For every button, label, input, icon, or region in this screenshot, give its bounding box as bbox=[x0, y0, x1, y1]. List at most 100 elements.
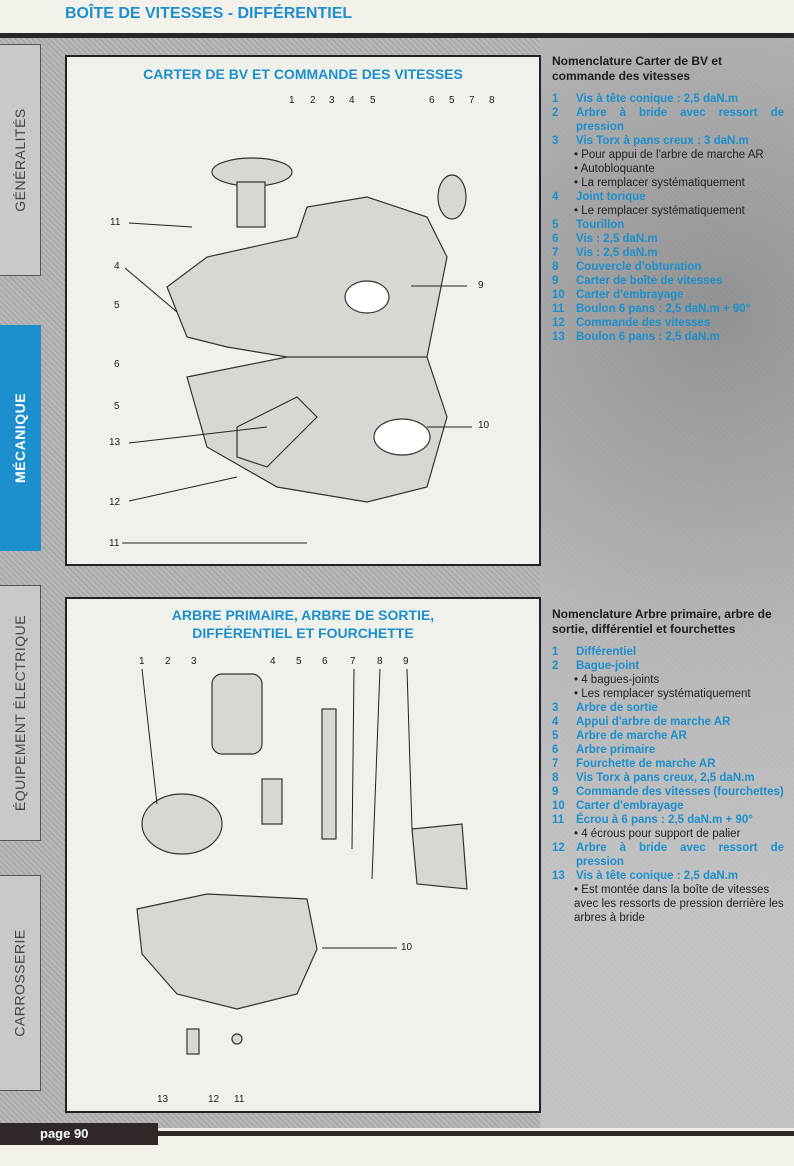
callout-label: 11 bbox=[109, 538, 120, 549]
callout-label: 12 bbox=[109, 497, 121, 508]
item-text: Carter d'embrayage bbox=[576, 289, 684, 301]
callout-label: 2 bbox=[310, 95, 316, 106]
item-note: • Pour appui de l'arbre de marche AR bbox=[574, 149, 764, 161]
tab-label: GÉNÉRALITÉS bbox=[12, 108, 28, 212]
callout-label: 5 bbox=[449, 95, 455, 106]
tab-label: MÉCANIQUE bbox=[12, 392, 28, 484]
item-note: • Les remplacer systématiquement bbox=[574, 688, 751, 700]
item-text: Arbre à bride avec ressort de pression bbox=[576, 842, 784, 868]
item-text: Arbre primaire bbox=[576, 744, 656, 756]
nomenclature-item: 12 Arbre à bride avec ressort de pression bbox=[552, 841, 784, 869]
item-number: 1 bbox=[552, 646, 559, 658]
item-text: Commande des vitesses (fourchettes) bbox=[576, 786, 784, 798]
callout-label: 4 bbox=[114, 261, 120, 272]
callout-label: 12 bbox=[208, 1094, 220, 1105]
item-note: • 4 bagues-joints bbox=[574, 674, 660, 686]
callout-label: 10 bbox=[478, 420, 490, 431]
item-number: 11 bbox=[552, 303, 565, 315]
item-text: Commande des vitesses bbox=[576, 317, 711, 329]
callout-label: 5 bbox=[114, 300, 120, 311]
item-note: • La remplacer systématiquement bbox=[574, 177, 745, 189]
nomenclature-item: 2 Arbre à bride avec ressort de pression bbox=[552, 106, 784, 134]
figure-title-line2: DIFFÉRENTIEL ET FOURCHETTE bbox=[192, 625, 414, 641]
callout-label: 13 bbox=[157, 1094, 169, 1105]
callout-label: 5 bbox=[114, 401, 120, 412]
item-text: Vis : 2,5 daN.m bbox=[576, 247, 658, 259]
tab-equipement-electrique[interactable]: ÉQUIPEMENT ÉLECTRIQUE bbox=[0, 585, 41, 841]
nomenclature-arbres: Nomenclature Arbre primaire, arbre de so… bbox=[552, 607, 784, 925]
background-photo bbox=[540, 38, 794, 1128]
item-text: Arbre de marche AR bbox=[576, 730, 687, 742]
figure-title: CARTER DE BV ET COMMANDE DES VITESSES bbox=[143, 66, 463, 82]
item-text: Vis à tête conique : 2,5 daN.m bbox=[576, 93, 739, 105]
item-text: Vis Torx à pans creux : 3 daN.m bbox=[576, 135, 749, 147]
callout-label: 6 bbox=[429, 95, 435, 106]
item-text: Arbre à bride avec ressort de pression bbox=[576, 107, 784, 133]
gearbox-housing-drawing bbox=[122, 157, 472, 544]
nomenclature-item: 8 Vis Torx à pans creux, 2,5 daN.m bbox=[552, 771, 784, 785]
callout-label: 2 bbox=[165, 656, 171, 667]
item-number: 2 bbox=[552, 107, 559, 119]
nomenclature-item: 6 Vis : 2,5 daN.m bbox=[552, 232, 784, 246]
figure-title-line1: ARBRE PRIMAIRE, ARBRE DE SORTIE, bbox=[171, 607, 435, 623]
item-text: Bague-joint bbox=[576, 660, 640, 672]
item-text: Couvercle d'obturation bbox=[576, 261, 702, 273]
callout-label: 10 bbox=[401, 942, 413, 953]
shafts-differential-drawing bbox=[136, 668, 468, 1055]
figure-arbres-differentiel: ARBRE PRIMAIRE, ARBRE DE SORTIE, DIFFÉRE… bbox=[65, 597, 541, 1113]
callout-label: 13 bbox=[109, 437, 121, 448]
item-number: 10 bbox=[552, 800, 565, 812]
callout-label: 3 bbox=[329, 95, 335, 106]
header-rule bbox=[0, 33, 794, 38]
nomenclature-item: 13 Boulon 6 pans : 2,5 daN.m bbox=[552, 330, 784, 344]
callout-label: 7 bbox=[469, 95, 475, 106]
item-text: Vis : 2,5 daN.m bbox=[576, 233, 658, 245]
item-number: 2 bbox=[552, 660, 559, 672]
item-number: 3 bbox=[552, 702, 559, 714]
footer-rule bbox=[158, 1131, 794, 1136]
tab-label: CARROSSERIE bbox=[12, 929, 29, 1037]
tab-generalites[interactable]: GÉNÉRALITÉS bbox=[0, 44, 41, 276]
item-number: 3 bbox=[552, 135, 559, 147]
item-text: Différentiel bbox=[576, 646, 637, 658]
nomenclature-title: Nomenclature Arbre primaire, arbre de so… bbox=[552, 607, 772, 636]
callout-label: 11 bbox=[234, 1094, 245, 1105]
item-text: Joint torique bbox=[576, 191, 646, 203]
page-title: BOÎTE DE VITESSES - DIFFÉRENTIEL bbox=[65, 5, 353, 22]
item-note: • Le remplacer systématiquement bbox=[574, 205, 745, 217]
item-note: • Est montée dans la boîte de vitesses a… bbox=[574, 884, 784, 924]
callout-label: 1 bbox=[289, 95, 295, 106]
callout-label: 5 bbox=[296, 656, 302, 667]
item-text: Tourillon bbox=[576, 219, 625, 231]
callout-label: 5 bbox=[370, 95, 376, 106]
tab-carrosserie[interactable]: CARROSSERIE bbox=[0, 875, 41, 1091]
nomenclature-title: Nomenclature Carter de BV et commande de… bbox=[552, 54, 723, 83]
item-number: 4 bbox=[552, 716, 559, 728]
item-text: Vis à tête conique : 2,5 daN.m bbox=[576, 870, 739, 882]
item-text: Carter d'embrayage bbox=[576, 800, 684, 812]
callout-label: 9 bbox=[403, 656, 409, 667]
item-number: 13 bbox=[552, 870, 565, 882]
item-number: 12 bbox=[552, 842, 565, 854]
nomenclature-item: 10 Carter d'embrayage bbox=[552, 799, 784, 813]
callout-label: 11 bbox=[110, 217, 121, 228]
nomenclature-item: 1 Différentiel bbox=[552, 645, 784, 659]
item-number: 5 bbox=[552, 219, 559, 231]
nomenclature-item: 2 Bague-joint bbox=[552, 659, 784, 673]
item-text: Vis Torx à pans creux, 2,5 daN.m bbox=[576, 772, 755, 784]
item-number: 4 bbox=[552, 191, 559, 203]
item-number: 6 bbox=[552, 233, 559, 245]
item-number: 13 bbox=[552, 331, 565, 343]
item-number: 8 bbox=[552, 772, 559, 784]
tab-mecanique[interactable]: MÉCANIQUE bbox=[0, 325, 41, 551]
item-text: Fourchette de marche AR bbox=[576, 758, 716, 770]
figure-carter-bv: CARTER DE BV ET COMMANDE DES VITESSES 1 … bbox=[65, 55, 541, 566]
item-text: Boulon 6 pans : 2,5 daN.m bbox=[576, 331, 720, 343]
